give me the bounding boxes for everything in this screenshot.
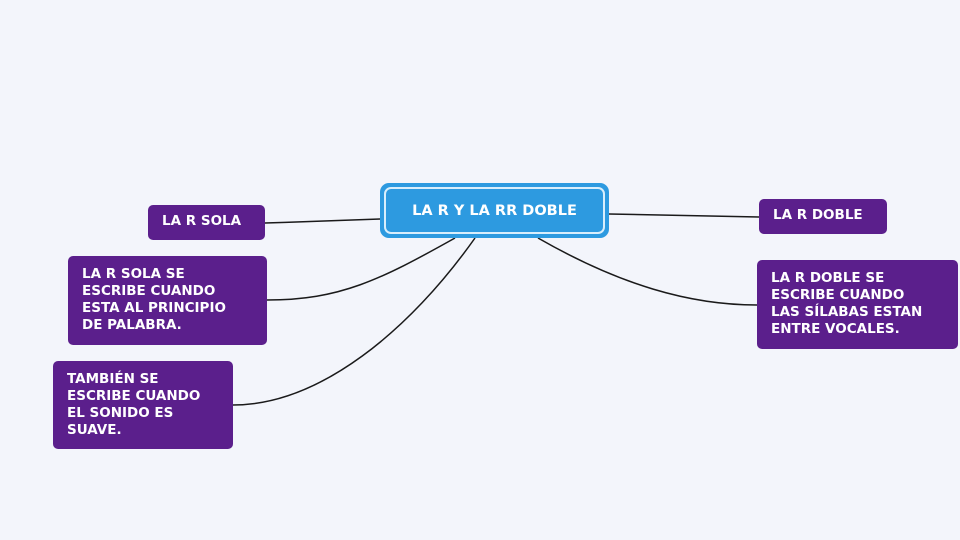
link-r-sola-principio bbox=[266, 237, 456, 301]
topic-label: LA R SOLA bbox=[162, 213, 242, 229]
link-la-r-sola bbox=[264, 218, 381, 224]
topic-line: DE PALABRA. bbox=[82, 317, 182, 333]
topic-line: LA R DOBLE SE bbox=[771, 270, 885, 286]
topic-line: LAS SÍLABAS ESTAN bbox=[771, 304, 923, 320]
topic-la-r-doble[interactable]: LA R DOBLE bbox=[759, 199, 887, 234]
topic-sonido-suave[interactable]: TAMBIÉN SE ESCRIBE CUANDO EL SONIDO ES S… bbox=[53, 361, 233, 449]
topic-line: SUAVE. bbox=[67, 422, 122, 438]
topic-line: ESCRIBE CUANDO bbox=[82, 283, 216, 299]
topic-line: TAMBIÉN SE bbox=[67, 371, 159, 387]
topic-la-r-sola[interactable]: LA R SOLA bbox=[148, 205, 265, 240]
topic-line: ESCRIBE CUANDO bbox=[67, 388, 201, 404]
topic-line: ENTRE VOCALES. bbox=[771, 321, 900, 337]
topic-label: LA R DOBLE bbox=[773, 207, 863, 223]
topic-line: EL SONIDO ES bbox=[67, 405, 174, 421]
link-la-r-doble bbox=[608, 213, 760, 218]
topic-line: ESTA AL PRINCIPIO bbox=[82, 300, 226, 316]
topic-r-sola-principio[interactable]: LA R SOLA SE ESCRIBE CUANDO ESTA AL PRIN… bbox=[68, 256, 267, 345]
link-r-doble-vocales bbox=[537, 237, 758, 306]
topic-line: ESCRIBE CUANDO bbox=[771, 287, 905, 303]
link-sonido-suave bbox=[232, 237, 476, 406]
central-topic[interactable]: LA R Y LA RR DOBLE bbox=[380, 183, 609, 238]
topic-r-doble-vocales[interactable]: LA R DOBLE SE ESCRIBE CUANDO LAS SÍLABAS… bbox=[757, 260, 958, 349]
central-topic-label: LA R Y LA RR DOBLE bbox=[384, 187, 605, 234]
topic-line: LA R SOLA SE bbox=[82, 266, 185, 282]
